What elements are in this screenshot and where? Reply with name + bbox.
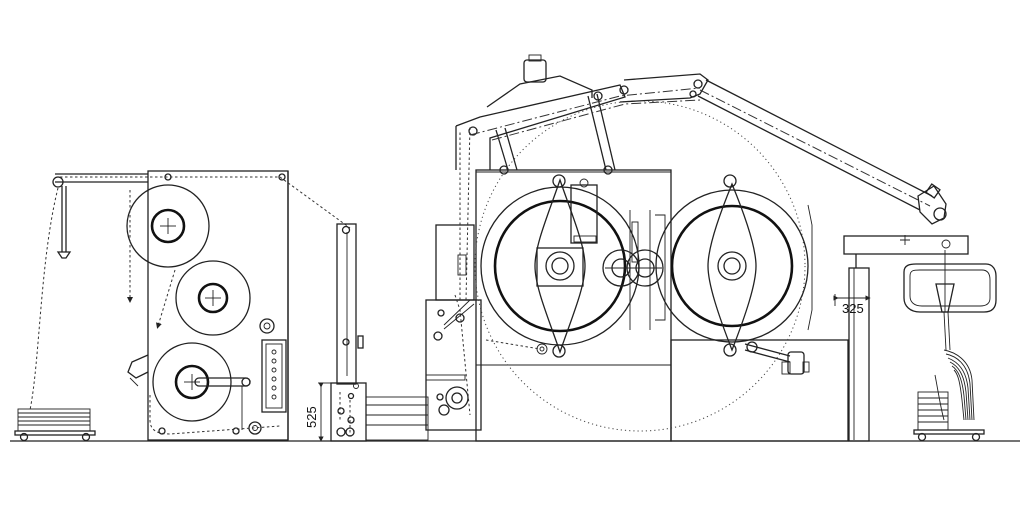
left-paper-stack [14,408,96,442]
middle-small-rolls [602,249,664,287]
delivery-boom [619,73,947,225]
right-paper-stack [913,349,985,442]
left-roll-cabinet [60,170,351,441]
delivery-table [843,235,997,442]
dimension-525: 525 [304,382,331,442]
lower-lever [744,341,810,375]
top-hood [455,54,701,175]
guide-post [336,223,364,389]
left-large-roll [480,174,640,358]
right-large-roll [655,174,813,357]
lower-frame [330,382,429,442]
left-feed-arm [29,173,148,411]
dimension-325: 325 [833,294,871,316]
control-column [425,124,482,431]
dimension-325-label: 325 [842,301,864,316]
dimension-525-label: 525 [304,406,319,428]
